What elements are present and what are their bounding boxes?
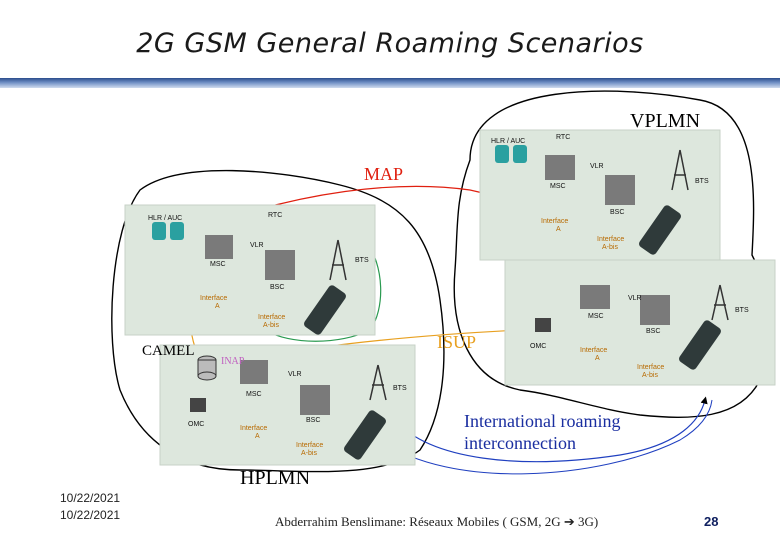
camel-label: CAMEL (142, 343, 195, 359)
interface-a-label: Interface (541, 218, 568, 225)
interface-abis-label: Interface (597, 236, 624, 243)
interface-a-label: A (556, 226, 561, 233)
msc-label: MSC (588, 313, 604, 320)
vplmn-boundary (453, 90, 771, 418)
interface-abis-label: A-bis (263, 322, 279, 329)
footer-author-text: Abderrahim Benslimane: Réseaux Mobiles (… (275, 514, 561, 529)
slide-title: 2G GSM General Roaming Scenarios (136, 28, 644, 59)
omc-label: OMC (530, 343, 546, 350)
interface-a-label: Interface (200, 295, 227, 302)
intl-roaming-link-2 (379, 399, 713, 475)
interface-abis-label: A-bis (642, 372, 658, 379)
intl-roaming-line-1: International roaming (464, 411, 621, 431)
mobile-phone-icon (304, 205, 721, 460)
bts-label: BTS (393, 385, 407, 392)
interface-abis-label: Interface (637, 364, 664, 371)
interface-a-label: A (215, 303, 220, 310)
hlr-auc-icon (152, 145, 527, 240)
bsc-label: BSC (646, 328, 660, 335)
footer-date-1: 10/22/2021 (60, 491, 121, 505)
footer-author: Abderrahim Benslimane: Réseaux Mobiles (… (275, 514, 598, 530)
footer-author-suffix: 3G) (574, 514, 599, 529)
interface-a-label: A (255, 433, 260, 440)
intl-roaming-line-2: interconnection (464, 433, 576, 453)
interface-abis-label: A-bis (301, 450, 317, 457)
interface-a-label: Interface (580, 347, 607, 354)
hlr-auc-label: HLR / AUC (491, 138, 525, 145)
interface-a-label: Interface (240, 425, 267, 432)
bsc-label: BSC (610, 209, 624, 216)
interface-abis-label: Interface (258, 314, 285, 321)
vlr-label: VLR (628, 295, 642, 302)
inap-label: INAP (221, 356, 245, 367)
interface-abis-label: Interface (296, 442, 323, 449)
rtc-label: RTC (556, 134, 570, 141)
bsc-icon (265, 175, 670, 415)
interface-abis-label: A-bis (602, 244, 618, 251)
vlr-label: VLR (250, 242, 264, 249)
intl-roaming-link (394, 396, 708, 463)
hplmn-label: HPLMN (240, 467, 311, 489)
footer-date-2: 10/22/2021 (60, 508, 121, 522)
page-number: 28 (704, 514, 719, 529)
isup-label: ISUP (437, 332, 477, 352)
msc-label: MSC (550, 183, 566, 190)
bts-label: BTS (695, 178, 709, 185)
bts-tower-icon (329, 149, 729, 401)
omc-label: OMC (188, 421, 204, 428)
title-divider (0, 78, 780, 88)
footer-dates: 10/22/2021 10/22/2021 (60, 490, 120, 524)
intl-roaming-label: International roaming interconnection (464, 410, 620, 454)
rtc-label: RTC (268, 212, 282, 219)
right-arrow-icon: ➔ (563, 514, 575, 529)
msc-label: MSC (246, 391, 262, 398)
vlr-label: VLR (288, 371, 302, 378)
bts-label: BTS (735, 307, 749, 314)
msc-icon (205, 155, 610, 384)
interface-a-label: A (595, 355, 600, 362)
omc-terminal-icon (190, 318, 551, 412)
vlr-label: VLR (590, 163, 604, 170)
hlr-auc-label: HLR / AUC (148, 215, 182, 222)
camel-database-icon (197, 355, 217, 381)
msc-label: MSC (210, 261, 226, 268)
bsc-label: BSC (270, 284, 284, 291)
bsc-label: BSC (306, 417, 320, 424)
map-label: MAP (364, 164, 404, 184)
hplmn-boundary (111, 169, 445, 473)
vplmn-label: VPLMN (630, 110, 701, 132)
bts-label: BTS (355, 257, 369, 264)
